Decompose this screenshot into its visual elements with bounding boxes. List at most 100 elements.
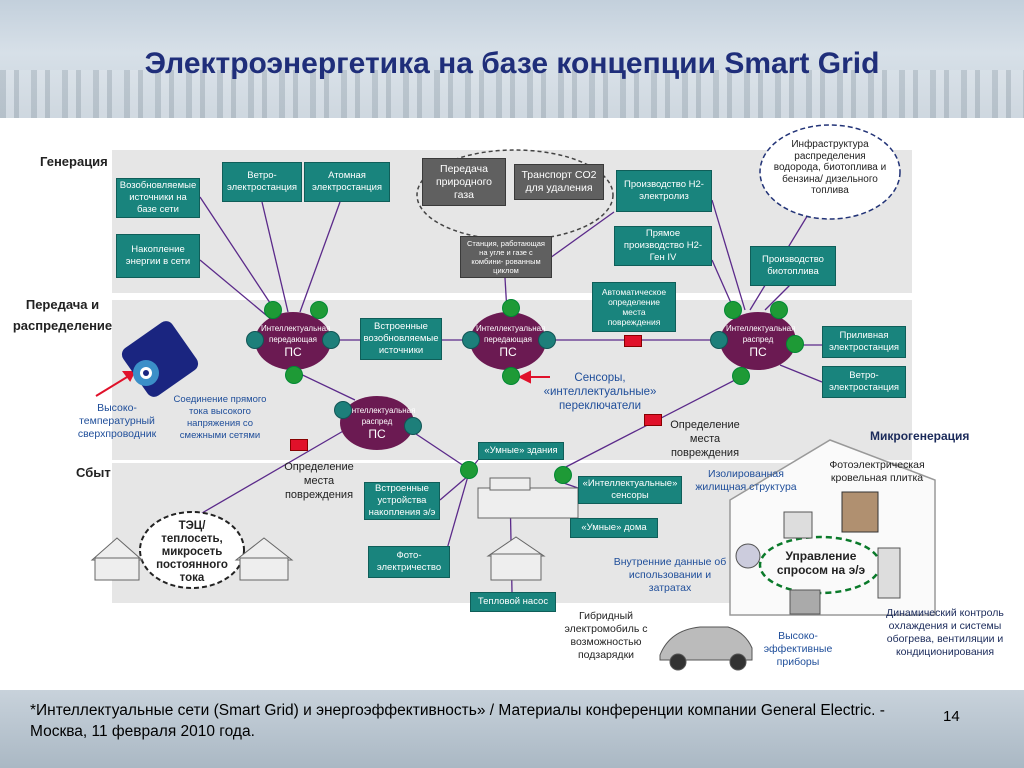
link-storage-devices (439, 475, 469, 501)
box-storage: Накопление энергии в сети (116, 234, 200, 278)
box-renewables: Возобновляемые источники на базе сети (116, 178, 200, 218)
label-pv-roof: Фотоэлектрическая кровельная плитка (829, 459, 925, 484)
section-sales: Сбыт (76, 465, 111, 480)
link-biofuel-hub4 (764, 284, 791, 311)
hub-transmission-1: Интеллектуальная передающая ПС (255, 312, 331, 370)
box-auto-fault: Автоматическое определение места поврежд… (592, 282, 676, 332)
link-nuclear-hub1 (299, 201, 341, 313)
hub-label: Интеллектуальная передающая (476, 324, 546, 344)
house-right (234, 537, 294, 581)
link-h2-hub4 (711, 199, 746, 311)
hybrid-car (659, 626, 753, 671)
hub-label: Интеллектуальная распред (346, 406, 416, 426)
hub-label: Интеллектуальная передающая (261, 324, 331, 344)
hub-distribution-2: Интеллектуальная распред ПС (720, 312, 796, 370)
label-efficient: Высоко- эффективные приборы (763, 630, 833, 668)
fault-marker-3 (290, 439, 308, 451)
label-sensors: Сенсоры, «интеллектуальные» переключател… (543, 372, 657, 412)
link-hub4-wind2 (779, 364, 823, 383)
node-dot (462, 331, 480, 349)
box-storage-devices: Встроенные устройства накопления э/э (364, 482, 440, 520)
fault-marker-2 (644, 414, 662, 426)
node-dot (554, 466, 572, 484)
box-smart-buildings: «Умные» здания (478, 442, 564, 460)
superconductor-cable (121, 321, 199, 397)
node-dot (404, 417, 422, 435)
hub-ps: ПС (749, 345, 767, 359)
link-photovoltaic (444, 475, 469, 557)
node-dot (786, 335, 804, 353)
tv-device (789, 589, 821, 615)
hub-ps: ПС (499, 345, 517, 359)
box-tidal: Приливная электростанция (822, 326, 906, 358)
box-h2-electrolysis: Производство Н2- электролиз (616, 170, 712, 212)
hub-transmission-2: Интеллектуальная передающая ПС (470, 312, 546, 370)
link-station-h2 (549, 211, 615, 259)
section-transmission: Передача и распределение (12, 297, 113, 333)
arrow-superconductor (95, 373, 133, 397)
office-building (477, 477, 579, 519)
node-dot (502, 367, 520, 385)
node-dot (538, 331, 556, 349)
box-wind1: Ветро- электростанция (222, 162, 302, 202)
meter-device (735, 543, 761, 569)
box-h2-direct: Прямое производство Н2- Ген IV (614, 226, 712, 266)
fridge (877, 547, 901, 599)
node-dot (310, 301, 328, 319)
chp-ellipse (139, 511, 245, 589)
page-number: 14 (943, 708, 960, 725)
node-dot (334, 401, 352, 419)
node-dot (502, 299, 520, 317)
house-left (90, 537, 144, 581)
label-hybrid: Гибридный электромобиль с возможностью п… (564, 610, 648, 661)
box-wind2: Ветро- электростанция (822, 366, 906, 398)
box-biofuel: Производство биотоплива (750, 246, 836, 286)
node-dot (770, 301, 788, 319)
node-dot (732, 367, 750, 385)
node-dot (246, 331, 264, 349)
label-chp: ТЭЦ/ теплосеть, микросеть постоянного то… (156, 520, 228, 584)
box-nuclear: Атомная электростанция (304, 162, 390, 202)
label-isolated: Изолированная жилищная структура (695, 468, 797, 493)
person-photo (841, 491, 879, 533)
box-photovoltaics: Фото- электричество (368, 546, 450, 578)
fault-marker-1 (624, 335, 642, 347)
node-dot (322, 331, 340, 349)
label-dc-link: Соединение прямого тока высокого напряже… (173, 394, 267, 441)
link-hub3-chp (189, 429, 346, 521)
footer-background (0, 690, 1024, 768)
box-smart-homes: «Умные» дома (570, 518, 658, 538)
infrastructure-ellipse (759, 124, 901, 220)
box-heat-pump: Тепловой насос (470, 592, 556, 612)
label-fault-1: Определение места повреждения (284, 461, 354, 501)
node-dot (460, 461, 478, 479)
node-dot (724, 301, 742, 319)
house-middle (486, 536, 546, 581)
gas-co2-ellipse (416, 149, 614, 241)
section-microgeneration: Микрогенерация (870, 429, 970, 443)
arrowhead-sensors (517, 370, 531, 384)
link-hub3-smartgrid (409, 429, 471, 471)
thermostat (783, 511, 813, 539)
page-title: Электроэнергетика на базе концепции Smar… (144, 47, 880, 80)
label-dynamic: Динамический контроль охлаждения и систе… (886, 607, 1004, 658)
hub-label: Интеллектуальная распред (726, 324, 796, 344)
box-gas: Передача природного газа (422, 158, 506, 206)
link-wind-hub1 (261, 201, 289, 313)
hub-ps: ПС (368, 427, 386, 441)
box-embedded-renewables: Встроенные возобновляемые источники (360, 318, 442, 360)
footer-citation: *Интеллектуальные сети (Smart Grid) и эн… (30, 702, 885, 740)
node-dot (710, 331, 728, 349)
box-station: Станция, работающая на угле и газе с ком… (460, 236, 552, 278)
header-background (0, 0, 1024, 118)
link-renewables-hub1 (199, 196, 281, 319)
box-co2: Транспорт CO2 для удаления (514, 164, 604, 200)
hub-distribution-1: Интеллектуальная распред ПС (340, 396, 416, 450)
node-dot (285, 366, 303, 384)
label-demand: Управление спросом на э/э (776, 549, 866, 577)
label-superconductor: Высоко- температурный сверхпроводник (77, 402, 157, 440)
hub-ps: ПС (284, 345, 302, 359)
box-smart-sensors: «Интеллектуальные» сенсоры (578, 476, 682, 504)
node-dot (264, 301, 282, 319)
label-infrastructure: Инфраструктура распределения водорода, б… (773, 139, 887, 196)
